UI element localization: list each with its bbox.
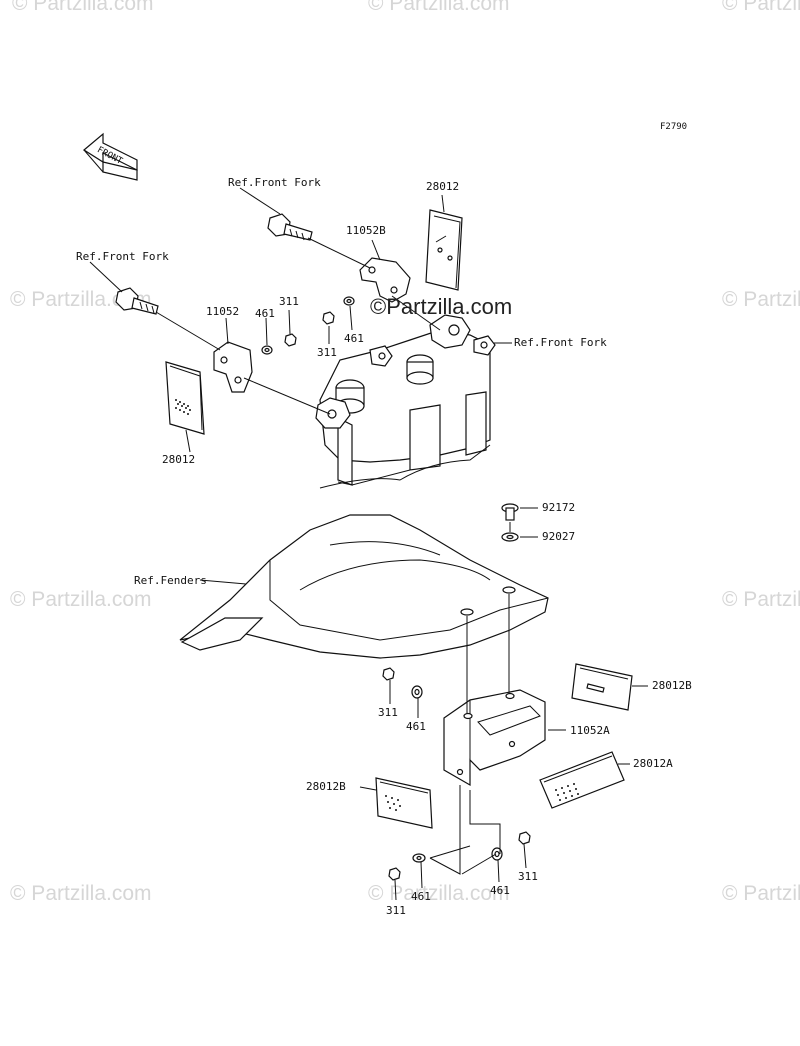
nut-311-d [388, 867, 401, 881]
label-28012-top: 28012 [426, 180, 460, 193]
label-92027: 92027 [542, 530, 576, 543]
watermark: © Partzilla.com [10, 882, 152, 905]
fork-housing [315, 314, 496, 489]
watermark: © Partzilla.com [722, 0, 800, 15]
label-311-b: 311 [317, 346, 337, 359]
reflector-28012b-left [375, 777, 433, 829]
nut-311-a [284, 333, 297, 347]
watermark: © Partzilla.com [10, 288, 152, 311]
reflector-28012a [539, 751, 625, 809]
bolt-top [267, 213, 313, 241]
reflector-28012b-right [571, 663, 633, 711]
label-461-c: 461 [406, 720, 426, 733]
brand-text: Partzilla.com [386, 294, 513, 319]
label-11052b: 11052B [346, 224, 386, 237]
label-28012b-right: 28012B [652, 679, 692, 692]
watermark: © Partzilla.com [368, 0, 510, 15]
label-11052a: 11052A [570, 724, 610, 737]
washer-461-c [411, 685, 423, 699]
label-28012b-left: 28012B [306, 780, 346, 793]
label-311-c: 311 [378, 706, 398, 719]
label-311-d: 311 [386, 904, 406, 917]
washer-461-b [343, 296, 355, 306]
label-311-e: 311 [518, 870, 538, 883]
label-ref-front-fork-3: Ref.Front Fork [514, 336, 607, 349]
label-ref-front-fork-1: Ref.Front Fork [228, 176, 321, 189]
watermark: © Partzilla.com [722, 588, 800, 611]
watermark: © Partzilla.com [12, 0, 154, 15]
nut-311-b [322, 311, 335, 325]
label-11052: 11052 [206, 305, 240, 318]
washer-92027 [501, 532, 519, 542]
front-arrow-icon [82, 132, 138, 181]
label-28012a: 28012A [633, 757, 673, 770]
label-ref-front-fork-2: Ref.Front Fork [76, 250, 169, 263]
washer-461-a [261, 345, 273, 355]
label-ref-fenders: Ref.Fenders [134, 574, 207, 587]
label-92172: 92172 [542, 501, 576, 514]
reflector-28012-top [425, 209, 463, 291]
bracket-11052b [359, 257, 411, 303]
label-461-e: 461 [490, 884, 510, 897]
bracket-11052 [213, 341, 253, 393]
rear-fender [179, 514, 549, 659]
reflector-28012-left [165, 361, 205, 435]
label-311-a: 311 [279, 295, 299, 308]
washer-461-d [412, 853, 426, 863]
bracket-11052a [443, 689, 546, 787]
nut-311-e [518, 831, 531, 845]
screw-92172 [501, 503, 519, 521]
watermark: © Partzilla.com [10, 588, 152, 611]
label-28012-left: 28012 [162, 453, 196, 466]
label-461-a: 461 [255, 307, 275, 320]
brand-watermark: ©Partzilla.com [370, 294, 513, 319]
watermark: © Partzilla.com [722, 288, 800, 311]
label-461-b: 461 [344, 332, 364, 345]
label-461-d: 461 [411, 890, 431, 903]
watermark: © Partzilla.com [368, 882, 510, 905]
figure-code: F2790 [660, 122, 688, 132]
bolt-left [115, 287, 159, 315]
nut-311-c [382, 667, 395, 681]
watermark: © Partzilla.com [722, 882, 800, 905]
